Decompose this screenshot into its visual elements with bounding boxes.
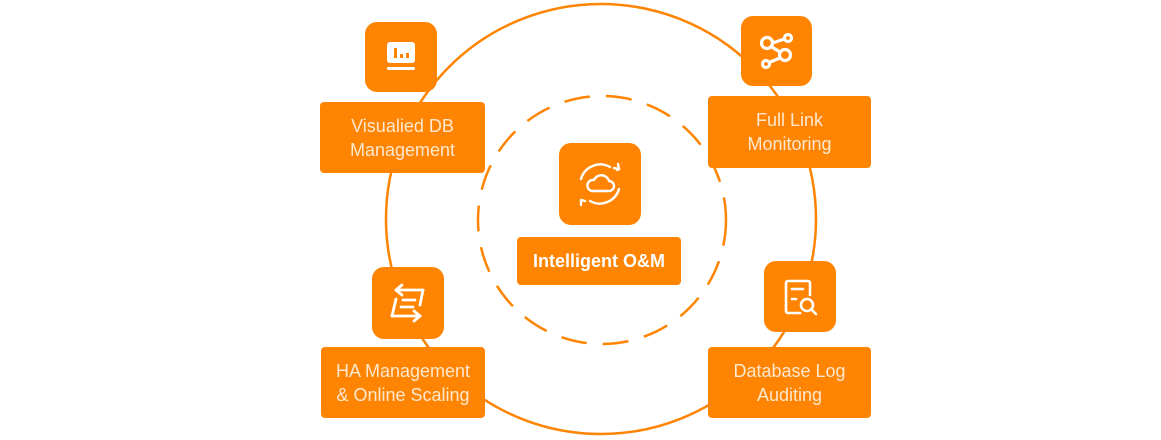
switch-arrows-icon <box>390 283 425 323</box>
label-line: Management <box>349 139 456 160</box>
full-link-icon-box <box>741 16 812 86</box>
db-log-label: Database Log Auditing <box>708 347 871 418</box>
label-line: HA Management <box>335 360 471 381</box>
center-label-text: Intelligent O&M <box>533 251 665 271</box>
full-link-label: Full Link Monitoring <box>708 96 871 168</box>
monitor-chart-icon <box>387 42 415 70</box>
center-icon-box <box>559 143 641 225</box>
label-line: Full Link <box>755 110 823 130</box>
label-line: & Online Scaling <box>336 384 470 405</box>
ha-scaling-label: HA Management & Online Scaling <box>321 347 485 418</box>
label-line: Database Log <box>733 360 846 381</box>
center-label: Intelligent O&M <box>517 237 681 285</box>
ha-scaling-icon-box <box>372 267 444 339</box>
label-line: Visualied DB <box>351 115 454 136</box>
inner-dashed-ring <box>476 94 728 346</box>
label-line: Monitoring <box>747 134 832 154</box>
document-search-icon <box>784 279 818 315</box>
share-nodes-icon <box>759 32 793 70</box>
label-line: Auditing <box>756 384 823 405</box>
visualized-db-icon-box <box>365 22 437 92</box>
db-log-icon-box <box>764 261 836 332</box>
outer-ring <box>384 2 818 436</box>
visualized-db-label: Visualied DB Management <box>320 102 485 173</box>
cloud-sync-icon <box>579 162 621 207</box>
